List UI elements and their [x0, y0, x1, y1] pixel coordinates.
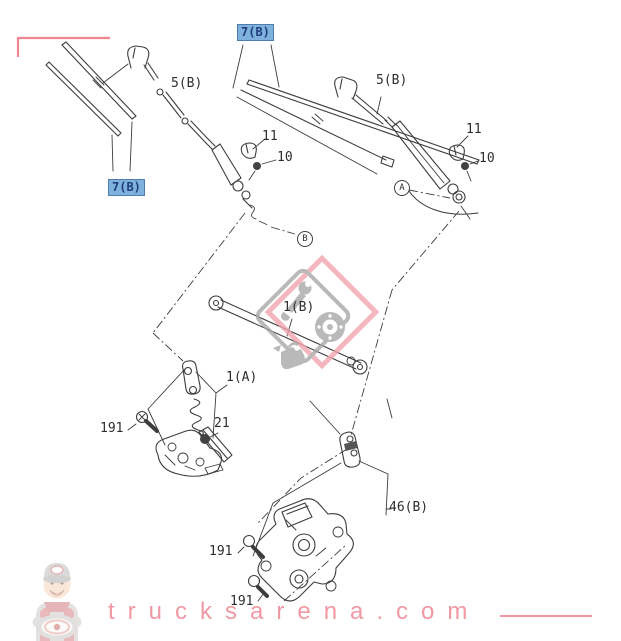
reference-circle-b: B [297, 231, 313, 247]
reference-circle-a: A [394, 180, 410, 196]
left-grommet-and-nut [240, 138, 277, 181]
callout-21: 21 [214, 416, 230, 431]
watermark-pink-diamond [264, 254, 380, 370]
corner-crop-mark [16, 36, 110, 57]
site-watermark-underline [500, 615, 592, 617]
callout-191-a: 191 [100, 421, 124, 436]
oil-can-icon [273, 341, 305, 370]
wrench-icon [281, 281, 312, 321]
reference-leader-lines [270, 189, 451, 235]
clamp-shading [344, 441, 358, 451]
part-link-7b-left[interactable]: 7(B) [108, 179, 145, 197]
callout-1b: 1(B) [283, 300, 315, 315]
callout-5b-right: 5(B) [376, 73, 408, 88]
top-callout-lines [232, 44, 280, 89]
callout-10-left: 10 [277, 150, 293, 165]
callout-191-b: 191 [209, 544, 233, 559]
part-link-7b-top[interactable]: 7(B) [237, 24, 274, 42]
brake-disc-icon [315, 312, 345, 342]
right-grommet-and-nut [448, 135, 479, 182]
callout-1a: 1(A) [226, 370, 258, 385]
crank-and-spring-assembly [127, 360, 233, 477]
callout-5b-left: 5(B) [171, 76, 203, 91]
construction-lines [152, 210, 460, 602]
middle-wiper-blade [236, 79, 480, 175]
callout-191-c: 191 [230, 594, 254, 609]
callout-46b: 46(B) [389, 500, 429, 515]
callout-10-right: 10 [479, 151, 495, 166]
site-watermark-text: trucksarena.com [108, 598, 481, 625]
right-wiper-arm [334, 76, 479, 220]
left-wiper-assembly [45, 41, 382, 227]
callout-11-left: 11 [262, 129, 278, 144]
mascot-mechanic-figure [32, 563, 82, 641]
callout-11-right: 11 [466, 122, 482, 137]
motor-and-bracket-assembly [237, 398, 393, 602]
watermark-logo [255, 254, 380, 370]
